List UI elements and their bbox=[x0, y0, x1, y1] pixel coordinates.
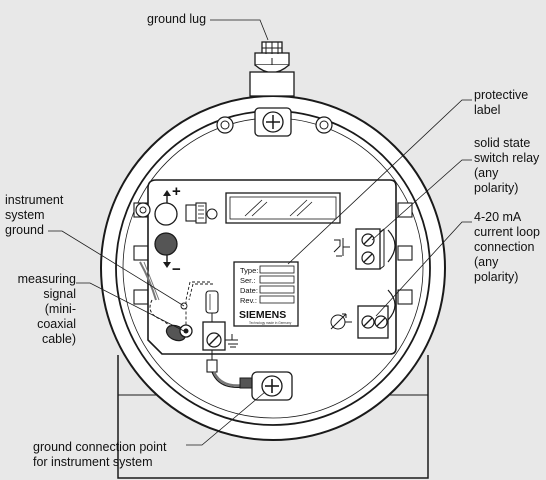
ground-connection-screw bbox=[251, 371, 293, 401]
top-screw bbox=[254, 107, 292, 137]
ground-lug bbox=[249, 41, 295, 97]
leader-relay bbox=[371, 159, 472, 241]
leader-protective-label bbox=[287, 99, 472, 265]
ground-wire-braid bbox=[180, 281, 213, 326]
mount-boss-left bbox=[216, 116, 234, 134]
down-arrow bbox=[163, 255, 171, 268]
ground-terminal-block bbox=[202, 321, 238, 351]
label-current-loop: 4-20 mA current loop connection (any pol… bbox=[474, 210, 541, 284]
label-protective-label: protective label bbox=[474, 88, 529, 117]
current-loop-terminal-block bbox=[357, 305, 389, 339]
nameplate-brand: SIEMENS bbox=[239, 309, 286, 321]
label-measuring-signal: measuring signal (mini-coaxial cable) bbox=[17, 272, 76, 346]
capacitor bbox=[205, 290, 219, 322]
label-ground-connection-point: ground connection point for instrument s… bbox=[33, 440, 167, 469]
span-knob bbox=[154, 232, 178, 256]
label-ground-lug: ground lug bbox=[147, 12, 207, 26]
relay-icon bbox=[333, 238, 350, 257]
relay-terminal-block bbox=[355, 228, 385, 270]
display-window bbox=[225, 192, 341, 224]
trim-pot-icon bbox=[185, 202, 218, 224]
leader-lines bbox=[48, 19, 472, 446]
nameplate-date: Date: bbox=[240, 286, 258, 295]
leader-measuring-signal bbox=[76, 282, 185, 332]
zero-button bbox=[154, 202, 178, 226]
label-solid-state-relay: solid state switch relay (any polarity) bbox=[474, 136, 540, 195]
minus-label: − bbox=[172, 261, 181, 278]
up-arrow bbox=[163, 190, 171, 203]
leader-current-loop bbox=[375, 221, 472, 317]
mount-boss-right bbox=[315, 116, 333, 134]
nameplate-ser: Ser.: bbox=[240, 276, 255, 285]
plus-label: + bbox=[172, 183, 181, 200]
nameplate-type: Type: bbox=[240, 266, 258, 275]
nameplate: Type: Ser.: Date: Rev.: SIEMENS Technolo… bbox=[233, 261, 299, 327]
label-instrument-ground: instrument system ground bbox=[5, 193, 64, 237]
leader-ground-lug bbox=[210, 19, 269, 41]
board-hole-left bbox=[135, 202, 151, 218]
leader-instrument-ground bbox=[48, 230, 185, 307]
leader-ground-connection bbox=[186, 391, 266, 446]
current-source-icon bbox=[330, 313, 352, 330]
nameplate-fine-print: Technology made in Germany bbox=[249, 321, 292, 325]
nameplate-rev: Rev.: bbox=[240, 296, 257, 305]
ground-lead bbox=[206, 350, 263, 389]
